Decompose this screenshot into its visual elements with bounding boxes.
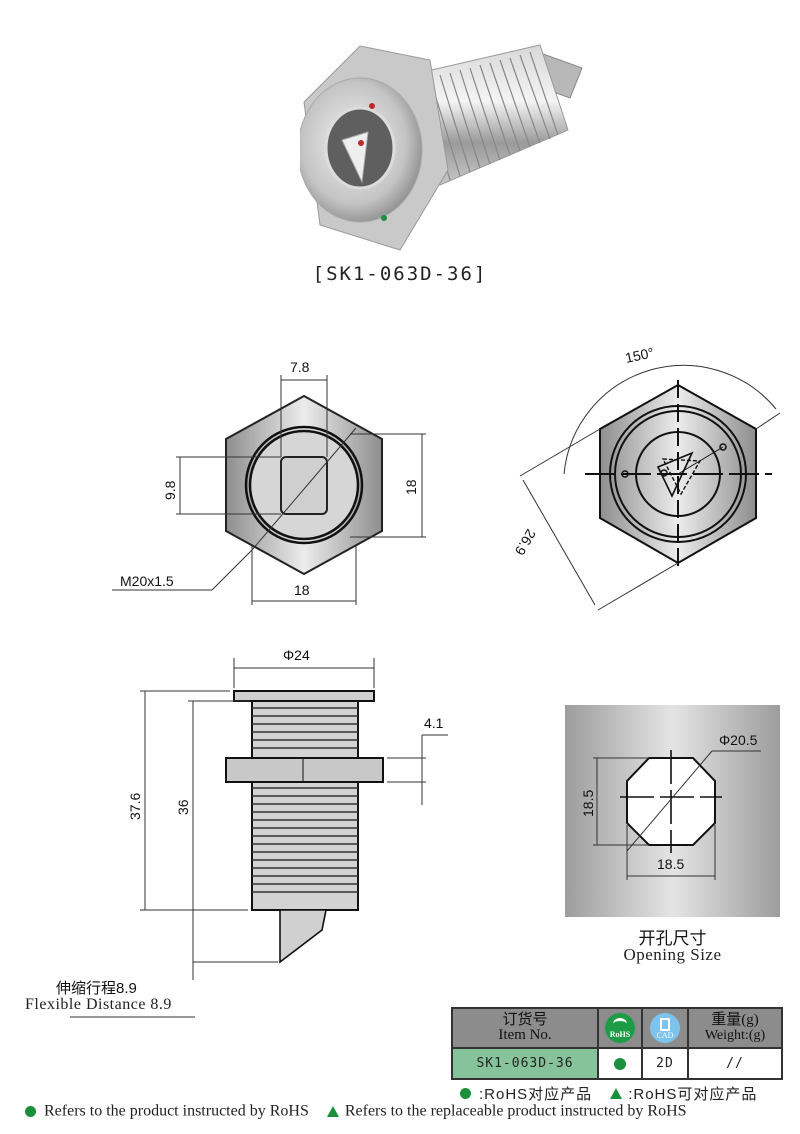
model-caption: [SK1-063D-36] xyxy=(312,263,488,285)
opening-size-title-cn: 开孔尺寸 xyxy=(638,929,707,948)
dim-square-width: 7.8 xyxy=(290,359,310,375)
dim-body-length: 36 xyxy=(175,799,191,815)
flexible-distance-en: Flexible Distance 8.9 xyxy=(25,996,172,1013)
spec-table-header: 订货号 Item No. RoHS CAD 重量(g) Weight:(g) xyxy=(451,1007,783,1049)
opening-size-title-en: Opening Size xyxy=(623,945,722,964)
table-row: SK1-063D-36 2D // xyxy=(451,1047,783,1080)
header-item-no: 订货号 Item No. xyxy=(451,1007,599,1049)
green-triangle-icon xyxy=(610,1088,623,1099)
green-triangle-icon xyxy=(326,1105,339,1117)
legend-en-rohs: Refers to the product instructed by RoHS xyxy=(44,1102,309,1120)
dim-thread: M20x1.5 xyxy=(120,573,174,589)
header-rohs: RoHS xyxy=(597,1007,643,1049)
rohs-icon: RoHS xyxy=(605,1013,635,1043)
legend-cn-rohs: :RoHS对应产品 xyxy=(479,1086,593,1103)
side-view-drawing: Φ24 37.6 36 4.1 xyxy=(127,647,448,980)
dim-flat-width: 18 xyxy=(294,582,310,598)
front-view-drawing: 7.8 9.8 18 18 M20x1.5 xyxy=(112,359,426,605)
product-photo xyxy=(300,44,583,251)
header-item-cn: 订货号 xyxy=(502,1012,548,1028)
header-weight-en: Weight:(g) xyxy=(704,1028,766,1043)
header-item-en: Item No. xyxy=(498,1027,552,1043)
legend-en-replaceable: Refers to the replaceable product instru… xyxy=(344,1102,687,1120)
legend-cn: :RoHS对应产品 :RoHS可对应产品 xyxy=(460,1083,757,1104)
cell-cad: 2D xyxy=(641,1047,689,1080)
cell-rohs xyxy=(597,1047,643,1080)
rohs-compliant-dot-icon xyxy=(614,1057,626,1070)
green-dot-icon xyxy=(25,1105,36,1117)
opening-size-drawing: Φ20.5 18.5 18.5 xyxy=(565,705,780,917)
rear-view-drawing: 150° 26.9 xyxy=(512,344,781,611)
header-weight: 重量(g) Weight:(g) xyxy=(687,1007,783,1049)
dim-flange-diameter: Φ24 xyxy=(283,647,310,663)
header-cad: CAD xyxy=(641,1007,689,1049)
dim-total-length: 37.6 xyxy=(127,793,143,820)
cad-icon: CAD xyxy=(650,1013,680,1043)
header-weight-cn: 重量(g) xyxy=(711,1012,759,1028)
dim-opening-diameter: Φ20.5 xyxy=(719,732,758,748)
legend-en: Refers to the product instructed by RoHS… xyxy=(25,1102,687,1120)
dim-across-corners: 26.9 xyxy=(512,527,540,559)
spec-table: 订货号 Item No. RoHS CAD 重量(g) Weight:(g) S… xyxy=(451,1007,783,1080)
dim-opening-height: 18.5 xyxy=(580,790,596,817)
flexible-distance-leader xyxy=(70,1016,195,1018)
dim-square-height: 9.8 xyxy=(162,480,178,500)
flexible-distance-cn: 伸缩行程8.9 xyxy=(56,980,137,997)
cell-item-no: SK1-063D-36 xyxy=(451,1047,599,1080)
dim-angle: 150° xyxy=(624,344,656,366)
green-dot-icon xyxy=(460,1088,471,1099)
dim-nut-thickness: 4.1 xyxy=(424,715,444,731)
dim-opening-width: 18.5 xyxy=(657,856,684,872)
dim-flat-height: 18 xyxy=(403,479,419,495)
cell-weight: // xyxy=(687,1047,783,1080)
legend-cn-replaceable: :RoHS可对应产品 xyxy=(628,1086,758,1103)
